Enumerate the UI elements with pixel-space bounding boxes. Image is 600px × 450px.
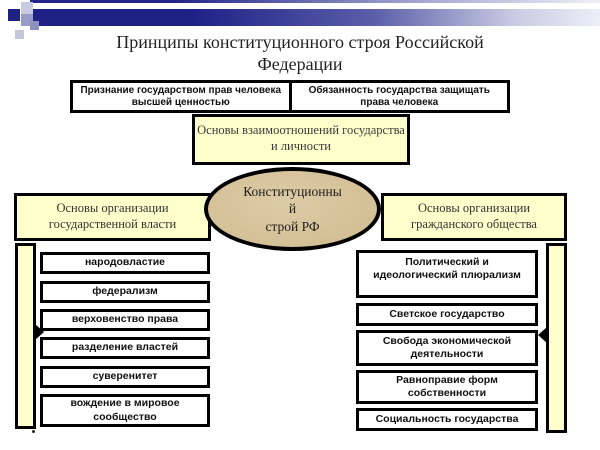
item-pluralizm: Политический и идеологический плюрализм [356,250,538,298]
item-razdelenie-vlastei: разделение властей [40,337,210,359]
box-state-person-relations: Основы взаимоотношений государства и лич… [192,114,410,165]
footnote-dot [32,430,35,433]
central-ellipse-constitutional-system: Конституционны й строй РФ [204,167,381,251]
decor-square-navy [8,9,20,21]
right-arrow-icon [538,327,547,343]
ellipse-line-2: й [288,201,297,217]
box-recognition-of-rights: Признание государством прав человека выс… [70,80,292,113]
item-federalizm: федерализм [40,281,210,303]
decor-square-small-light [15,30,24,39]
box-duty-to-protect: Обязанность государства защищать права ч… [288,80,510,113]
ellipse-line-3: строй РФ [265,218,320,234]
decor-square-light [21,2,33,14]
right-vertical-bar [546,243,567,433]
ellipse-line-1: Конституционны [243,183,342,199]
header-gradient-bar [33,9,600,26]
left-vertical-bar [15,243,36,429]
header-state-power-basics: Основы организации государственной власт… [14,193,211,241]
header-civil-society-basics: Основы организации гражданского общества [381,193,567,241]
top-principles-row: Признание государством прав человека выс… [70,80,510,113]
item-narodovlastie: народовластие [40,252,210,274]
item-suverenitet: суверенитет [40,366,210,388]
item-ravnopravie-form: Равноправие форм собственности [356,370,538,404]
slide-title: Принципы конституционного строя Российск… [116,32,484,74]
header-thin-gradient-bar [30,0,600,3]
item-svoboda-ekonomiki: Свобода экономической деятельности [356,330,538,366]
left-arrow-icon [35,324,44,340]
item-mirovoe-soobschestvo: вождение в мировое сообщество [40,394,210,427]
item-socialnost: Социальность государства [356,408,538,431]
item-svetskoe-gosudarstvo: Светское государство [356,303,538,326]
item-verhovenstvo-prava: верховенство права [40,309,210,331]
decor-square-small-dark [30,21,39,30]
